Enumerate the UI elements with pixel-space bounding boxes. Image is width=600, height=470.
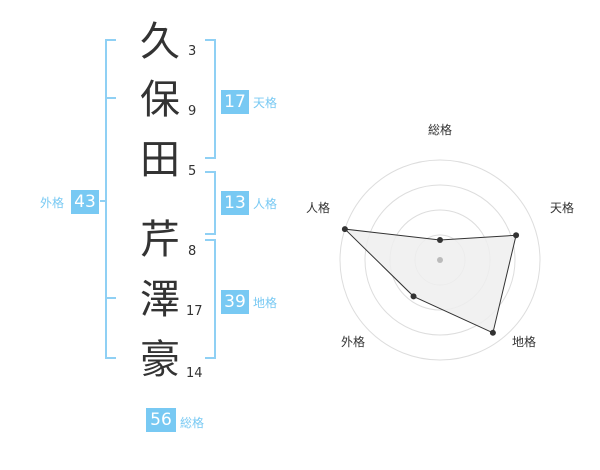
tenkaku-value-badge: 17 bbox=[221, 90, 249, 114]
soukaku-value-badge: 56 bbox=[146, 408, 176, 432]
tenkaku-bracket bbox=[205, 39, 216, 159]
jinkaku-label: 人格 bbox=[253, 197, 278, 211]
given-char-2: 澤 bbox=[140, 277, 180, 323]
radar-point bbox=[437, 237, 443, 243]
radar-label-gaikaku: 外格 bbox=[341, 334, 365, 349]
stroke-count-given-2: 17 bbox=[186, 304, 203, 319]
chikaku-value-badge: 39 bbox=[221, 290, 249, 314]
radar-point bbox=[410, 293, 417, 300]
stroke-count-given-3: 14 bbox=[186, 366, 203, 381]
given-char-3: 豪 bbox=[140, 337, 180, 383]
radar-label-jinkaku: 人格 bbox=[306, 200, 330, 215]
radar-ring bbox=[339, 159, 541, 361]
gaikaku-value-badge: 43 bbox=[71, 190, 99, 214]
tenkaku-label: 天格 bbox=[253, 96, 278, 110]
surname-char-3: 田 bbox=[140, 137, 180, 183]
given-char-1: 芹 bbox=[140, 217, 180, 263]
radar-area bbox=[343, 228, 517, 334]
radar-point bbox=[513, 232, 520, 239]
chikaku-bracket bbox=[205, 239, 216, 359]
stroke-count-surname-3: 5 bbox=[188, 164, 197, 179]
radar-point bbox=[341, 226, 348, 233]
jinkaku-value-badge: 13 bbox=[221, 191, 249, 215]
radar-chart: 総格 天格 地格 外格 人格 bbox=[306, 122, 574, 361]
radar-label-chikaku: 地格 bbox=[512, 334, 536, 349]
stroke-count-surname-1: 3 bbox=[188, 44, 197, 59]
surname-char-1: 久 bbox=[140, 19, 180, 65]
radar-label-soukaku: 総格 bbox=[428, 122, 452, 137]
jinkaku-bracket bbox=[205, 171, 216, 235]
soukaku-label: 総格 bbox=[180, 416, 205, 430]
radar-label-tenkaku: 天格 bbox=[550, 200, 574, 215]
radar-center bbox=[437, 257, 443, 263]
gaikaku-bracket bbox=[105, 39, 116, 359]
gaikaku-label: 外格 bbox=[40, 196, 65, 210]
radar-point bbox=[489, 329, 496, 336]
chikaku-label: 地格 bbox=[253, 296, 278, 310]
surname-char-2: 保 bbox=[140, 77, 180, 123]
stroke-count-given-1: 8 bbox=[188, 244, 197, 259]
stroke-count-surname-2: 9 bbox=[188, 104, 197, 119]
radar-points bbox=[341, 226, 520, 336]
radar-ring bbox=[364, 184, 516, 336]
